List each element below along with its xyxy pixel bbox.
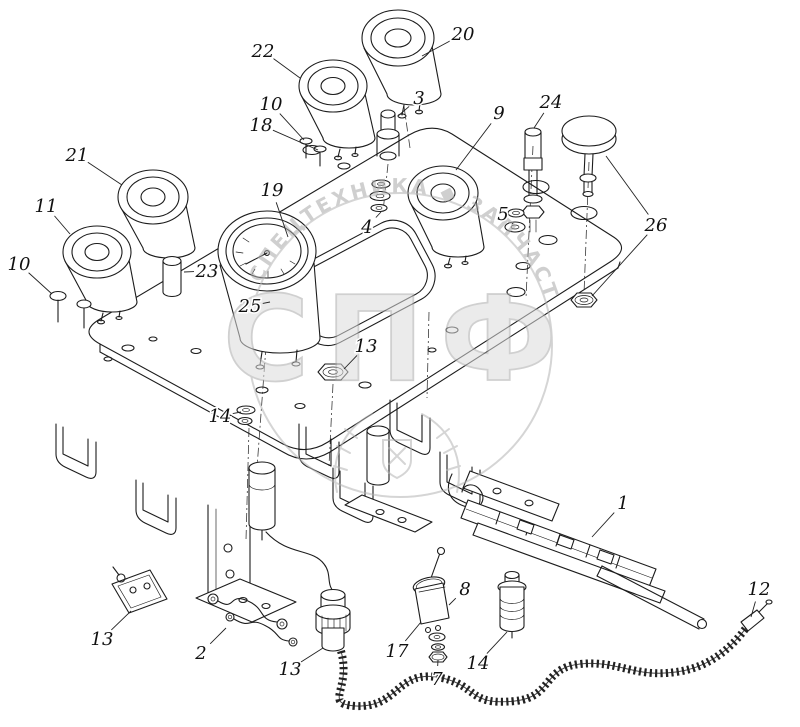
callout-label-7: 7	[431, 669, 443, 690]
socket-cylinder-with-wire	[248, 461, 335, 593]
callout-label-19: 19	[261, 180, 284, 201]
callout-label-10: 10	[260, 94, 283, 115]
washers-item-14	[236, 405, 256, 426]
socket-item-14	[497, 570, 527, 639]
watermark-wreath-emblem	[333, 413, 461, 493]
callout-label-3: 3	[413, 88, 424, 109]
callout-leader-line	[591, 512, 615, 538]
callout-label-18: 18	[250, 115, 273, 136]
callout-label-9: 9	[493, 103, 504, 124]
callout-label-1: 1	[617, 493, 628, 514]
bolts-item-10-top	[299, 137, 327, 167]
wire-leads-item-2	[207, 593, 298, 647]
gauge-top-item-20	[361, 9, 442, 119]
hex-nut-right	[570, 292, 598, 308]
callout-leader-line	[750, 601, 756, 618]
callout-label-14: 14	[209, 406, 232, 427]
callout-label-25: 25	[238, 296, 262, 317]
callout-leader-line	[397, 106, 410, 117]
callout-leader-line	[455, 123, 492, 171]
watermark-circle	[247, 192, 553, 498]
callout-label-5: 5	[497, 204, 508, 225]
callout-label-13: 13	[91, 629, 114, 650]
callout-label-20: 20	[451, 24, 475, 45]
callout-label-14: 14	[467, 653, 490, 674]
mounting-bracket	[135, 479, 177, 535]
gauge-large-item-25	[217, 210, 321, 370]
callout-label-13: 13	[355, 336, 378, 357]
callout-label-4: 4	[360, 217, 372, 238]
washers-nut-item-7	[428, 632, 448, 663]
callout-leader-line	[605, 155, 649, 215]
callout-leader-line	[533, 112, 545, 129]
lighter-item-13	[315, 588, 351, 652]
cable-plug	[740, 599, 773, 632]
coiled-cable-item-12	[335, 625, 750, 711]
callout-leader-line	[209, 627, 227, 645]
callout-leader-line	[375, 211, 382, 218]
callout-leader-line	[262, 301, 271, 304]
callout-leader-line	[273, 58, 301, 79]
callout-leader-line	[272, 129, 319, 151]
callout-leader-line	[486, 631, 508, 654]
relay-cylinder	[366, 425, 390, 486]
callout-label-13: 13	[279, 659, 302, 680]
callout-leader-line	[343, 355, 358, 370]
callout-label-11: 11	[35, 196, 58, 217]
switch-item-13-left	[111, 566, 168, 614]
watermark-big-letters: СПФ	[223, 270, 573, 408]
callout-leader-line	[404, 621, 422, 642]
callout-label-2: 2	[194, 643, 206, 664]
callout-label-22: 22	[251, 41, 275, 62]
callout-label-8: 8	[459, 579, 470, 600]
callout-label-26: 26	[644, 215, 668, 236]
bolts-item-10-left	[49, 290, 92, 329]
toggle-switch-item-17	[412, 546, 450, 634]
callout-leader-line	[591, 234, 648, 297]
callout-label-12: 12	[748, 579, 771, 600]
spacer-item-23	[162, 255, 182, 298]
knob-item-26	[561, 115, 617, 198]
callout-leader-line	[511, 222, 514, 225]
callout-label-23: 23	[195, 261, 219, 282]
mounting-bracket	[55, 423, 97, 479]
callout-leader-line	[232, 411, 242, 415]
callout-leader-line	[28, 272, 53, 295]
callout-label-17: 17	[386, 641, 409, 662]
callout-label-24: 24	[539, 92, 563, 113]
callout-label-10: 10	[8, 254, 31, 275]
sensor-item-3	[376, 109, 400, 161]
callout-leader-line	[54, 215, 71, 235]
washers-item-5	[504, 208, 526, 233]
assembly-axis-lines	[245, 71, 590, 541]
callout-leader-line	[279, 113, 305, 141]
gauge-item-11	[62, 225, 138, 325]
callout-leader-line	[87, 161, 123, 186]
sensor-item-24	[521, 127, 545, 233]
callout-leader-line	[300, 647, 324, 663]
callout-leader-line	[421, 39, 452, 57]
callout-leader-line	[275, 202, 289, 238]
callout-leader-line	[111, 610, 132, 631]
mid-plate	[344, 494, 433, 533]
gauge-item-21	[117, 169, 196, 259]
callout-label-21: 21	[65, 145, 89, 166]
instrument-panel-plate	[88, 127, 623, 460]
bracket-assembly-item-1	[447, 470, 666, 604]
gauge-item-22	[298, 59, 376, 161]
rod-handle	[596, 565, 708, 630]
callout-leader-line	[448, 597, 457, 606]
hex-nut-item-13	[317, 363, 349, 381]
